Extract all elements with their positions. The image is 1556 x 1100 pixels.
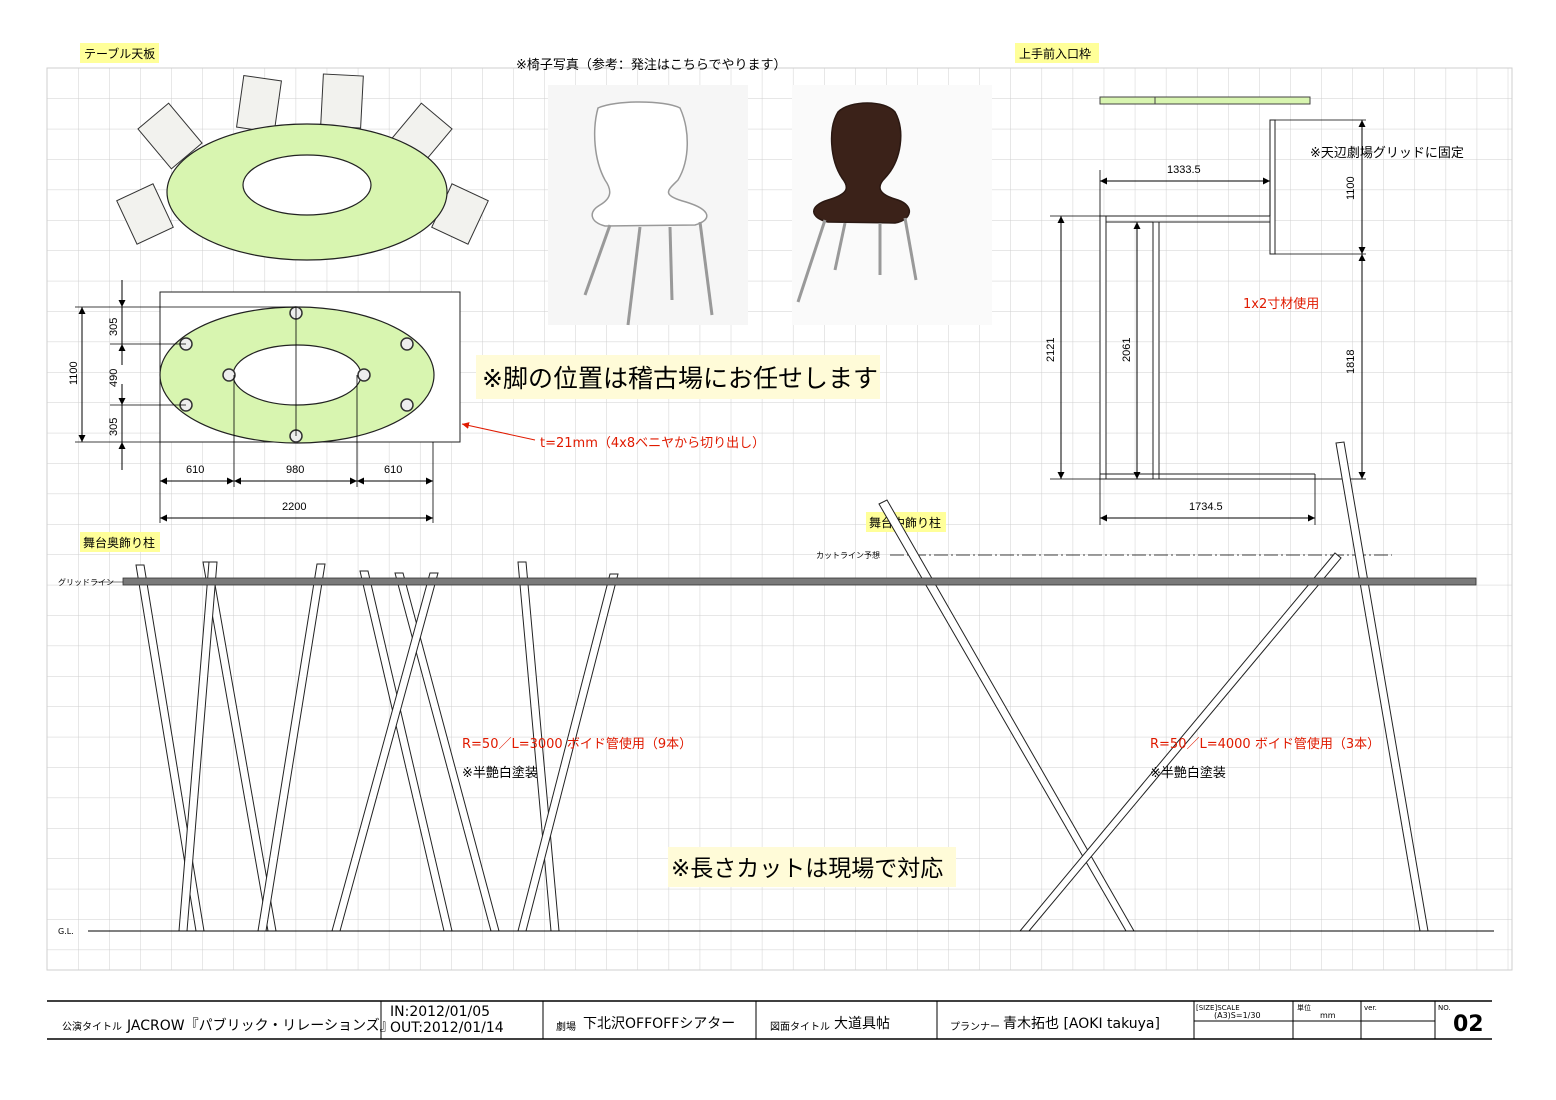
svg-text:OUT:2012/01/14: OUT:2012/01/14 [390,1020,504,1036]
chair-photo-brown [792,85,992,325]
svg-text:2061: 2061 [1121,338,1133,362]
svg-text:mm: mm [1320,1011,1336,1020]
svg-text:青木拓也 [AOKI takuya]: 青木拓也 [AOKI takuya] [1003,1016,1160,1032]
mid-pillars [878,441,1429,932]
back-pillar-spec: R=50／L=3000 ボイド管使用（9本） [462,736,692,752]
label-chair-photos: ※椅子写真（参考：発注はこちらでやります） [516,57,787,73]
svg-text:ver.: ver. [1364,1004,1377,1012]
svg-text:テーブル天板: テーブル天板 [84,46,155,61]
svg-text:大道具帖: 大道具帖 [834,1016,890,1032]
label-table-top: テーブル天板 [80,43,159,63]
svg-text:2200: 2200 [282,501,306,513]
svg-text:02: 02 [1453,1012,1484,1037]
svg-text:610: 610 [384,464,402,476]
svg-text:図面タイトル: 図面タイトル [770,1021,830,1033]
svg-text:劇場: 劇場 [556,1020,576,1033]
leg-note: ※脚の位置は稽古場にお任せします [476,355,880,399]
mid-pillar-spec: R=50／L=4000 ボイド管使用（3本） [1150,736,1380,752]
svg-text:舞台奥飾り柱: 舞台奥飾り柱 [83,535,155,550]
label-mid-pillars: 舞台中飾り柱 [866,512,946,532]
mid-pillar-finish: ※半艶白塗装 [1150,765,1226,781]
svg-text:NO.: NO. [1438,1004,1451,1012]
title-block: 公演タイトル JACROW『パブリック・リレーションズ』 IN:2012/01/… [47,1000,1492,1040]
svg-text:舞台中飾り柱: 舞台中飾り柱 [869,515,941,530]
grid-line-label: グリッドライン [58,577,114,587]
svg-text:公演タイトル: 公演タイトル [62,1020,122,1033]
svg-text:プランナー: プランナー [950,1021,1000,1033]
svg-text:1100: 1100 [68,361,80,385]
svg-text:305: 305 [108,418,120,436]
svg-text:※長さカットは現場で対応: ※長さカットは現場で対応 [671,856,943,882]
svg-text:(A3)S=1/30: (A3)S=1/30 [1214,1011,1261,1020]
svg-text:2121: 2121 [1045,338,1057,362]
svg-text:IN:2012/01/05: IN:2012/01/05 [390,1004,490,1020]
svg-text:下北沢OFFOFFシアター: 下北沢OFFOFFシアター [583,1016,735,1032]
svg-text:980: 980 [286,464,304,476]
chair-photo-white [548,85,748,326]
table-perspective [116,73,489,261]
svg-text:490: 490 [108,369,120,387]
back-pillars [135,561,619,932]
grid-line-bar [122,577,1477,586]
svg-text:610: 610 [186,464,204,476]
label-entrance-frame: 上手前入口枠 [1015,43,1099,63]
entrance-frame-drawing: 1333.5 1100 2121 2061 1818 1734.5 [1045,96,1366,525]
svg-text:※脚の位置は稽古場にお任せします: ※脚の位置は稽古場にお任せします [482,364,878,393]
frame-fixed-note: ※天辺劇場グリッドに固定 [1310,146,1464,161]
back-pillar-finish: ※半艶白塗装 [462,765,538,781]
svg-text:上手前入口枠: 上手前入口枠 [1019,46,1091,61]
svg-text:単位: 単位 [1297,1003,1311,1012]
svg-text:[SIZE]SCALE: [SIZE]SCALE [1196,1004,1240,1012]
cut-note: ※長さカットは現場で対応 [668,847,956,887]
thickness-note: t=21mm（4x8ベニヤから切り出し） [540,436,765,451]
svg-text:JACROW『パブリック・リレーションズ』: JACROW『パブリック・リレーションズ』 [126,1017,394,1034]
cut-line-label: カットライン予想 [816,550,880,560]
svg-text:1333.5: 1333.5 [1167,164,1201,176]
svg-text:1734.5: 1734.5 [1189,501,1223,513]
svg-text:1818: 1818 [1345,350,1357,374]
thickness-arrow [461,422,536,441]
svg-text:305: 305 [108,318,120,336]
label-back-pillars: 舞台奥飾り柱 [80,532,160,552]
table-plan: 1100 305 490 305 610 980 610 2200 [68,280,461,523]
frame-lumber-note: 1x2寸材使用 [1243,296,1319,312]
svg-text:1100: 1100 [1345,176,1357,200]
ground-line-label: G.L. [58,927,74,936]
